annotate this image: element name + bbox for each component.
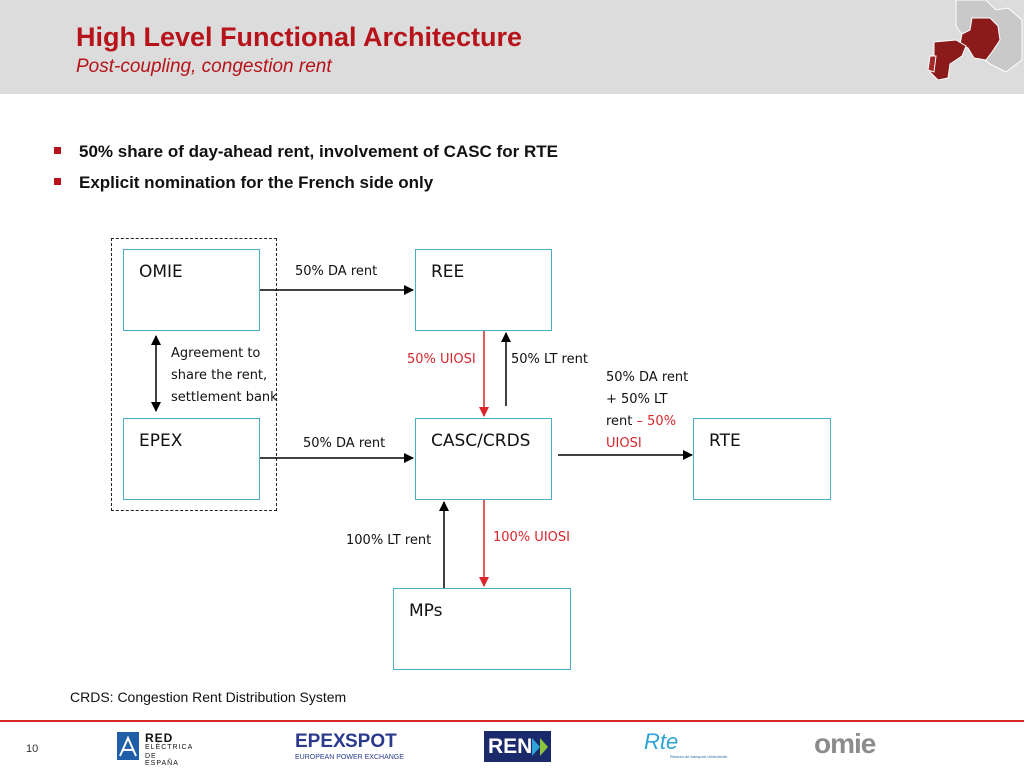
logo-text: RED	[145, 731, 174, 745]
bullet-text: 50% share of day-ahead rent, involvement…	[79, 142, 558, 161]
omie-epex-group	[111, 238, 277, 511]
ren-logo: REN	[484, 731, 551, 762]
bullet-item: 50% share of day-ahead rent, involvement…	[54, 142, 558, 162]
node-label: CASC/CRDS	[431, 431, 531, 451]
label-casc-rte-line: UIOSI	[606, 436, 642, 451]
label-agreement-line: settlement bank	[171, 390, 278, 405]
europe-map-icon	[927, 0, 1023, 81]
label-casc-mps-uiosi: 100% UIOSI	[493, 530, 570, 545]
page-title: High Level Functional Architecture	[76, 22, 523, 52]
node-label: RTE	[709, 431, 741, 451]
label-casc-rte: 50% DA rent + 50% LT rent – 50% UIOSI	[606, 367, 688, 455]
node-label: OMIE	[139, 262, 183, 282]
label-casc-rte-line: + 50% LT	[606, 392, 668, 407]
logo-text: EPEX	[295, 731, 346, 752]
logo-text: DE ESPAÑA	[145, 753, 179, 767]
node-mps: MPs	[393, 588, 571, 670]
logo-text: Réseau de transport d'électricité	[670, 754, 728, 759]
label-ree-casc-uiosi: 50% UIOSI	[407, 352, 476, 367]
label-agreement-line: Agreement to	[171, 346, 261, 361]
label-agreement: Agreement to share the rent, settlement …	[171, 343, 278, 409]
node-omie: OMIE	[123, 249, 260, 331]
label-epex-casc: 50% DA rent	[303, 436, 386, 451]
logo-text: SPOT	[345, 731, 397, 752]
node-epex: EPEX	[123, 418, 260, 500]
label-casc-rte-line: rent – 50%	[606, 411, 688, 433]
footer-divider	[0, 720, 1024, 722]
label-casc-ree-lt: 50% LT rent	[511, 352, 588, 367]
node-casc-crds: CASC/CRDS	[415, 418, 552, 500]
node-ree: REE	[415, 249, 552, 331]
bullet-text: Explicit nomination for the French side …	[79, 173, 434, 192]
page-number: 10	[26, 743, 39, 755]
header-band	[0, 0, 1024, 94]
logo-text: omie	[814, 728, 876, 759]
label-mps-casc-lt: 100% LT rent	[346, 533, 432, 548]
node-rte: RTE	[693, 418, 831, 500]
label-omie-ree: 50% DA rent	[295, 264, 378, 279]
footnote: CRDS: Congestion Rent Distribution Syste…	[70, 689, 347, 705]
logo-text: REN	[488, 735, 533, 758]
bullet-marker	[54, 178, 61, 185]
label-part-red: – 50%	[636, 414, 677, 429]
bullet-marker	[54, 147, 61, 154]
label-agreement-line: share the rent,	[171, 368, 268, 383]
bullet-item: Explicit nomination for the French side …	[54, 173, 433, 193]
label-casc-rte-line: 50% DA rent	[606, 370, 689, 385]
node-label: MPs	[409, 601, 443, 621]
logo-text: EUROPEAN POWER EXCHANGE	[295, 754, 404, 761]
logo-text: ELÉCTRICA	[145, 744, 194, 751]
node-label: EPEX	[139, 431, 183, 451]
node-label: REE	[431, 262, 465, 282]
page-subtitle: Post-coupling, congestion rent	[76, 56, 332, 77]
logo-text: Rte	[644, 729, 679, 754]
label-part: rent	[606, 414, 637, 429]
